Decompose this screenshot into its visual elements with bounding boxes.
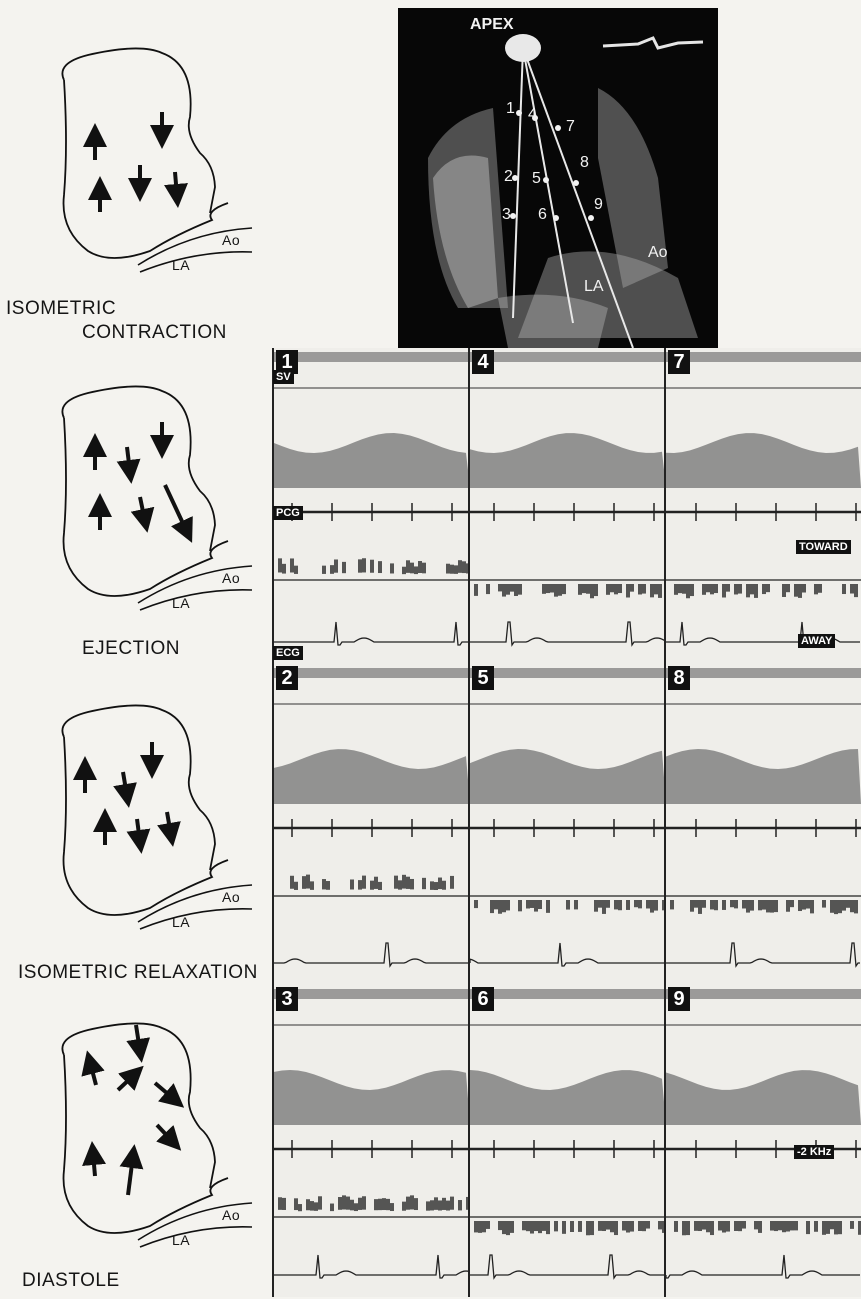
echo-sector (398, 8, 718, 348)
echo-ao-label: Ao (648, 244, 668, 262)
toward-label: TOWARD (796, 540, 851, 554)
strip-trace (274, 664, 470, 985)
motion-arrow (167, 812, 171, 835)
sample-3: 3 (502, 206, 511, 224)
ao-label: Ao (222, 570, 240, 586)
phase-label-isometric-contraction: ISOMETRIC (6, 298, 116, 320)
la-label: LA (172, 1232, 190, 1248)
sample-9: 9 (594, 196, 603, 214)
la-label: LA (172, 257, 190, 273)
la-label: LA (172, 595, 190, 611)
motion-arrow (175, 172, 177, 196)
phase-label-isometric-relaxation: ISOMETRIC RELAXATION (18, 962, 258, 984)
strip-trace (274, 348, 470, 664)
sv-label: SV (273, 370, 294, 384)
motion-arrow (118, 1074, 135, 1090)
sample-1: 1 (506, 100, 515, 118)
motion-arrow (165, 485, 187, 532)
ao-label: Ao (222, 232, 240, 248)
strip-number: 7 (668, 350, 690, 374)
phase-label-ejection: EJECTION (82, 638, 180, 660)
apex-label: APEX (470, 16, 514, 34)
motion-arrow (140, 497, 145, 521)
sample-8: 8 (580, 154, 589, 172)
la-label: LA (172, 914, 190, 930)
doppler-strip-4: 4 (468, 348, 666, 664)
strip-number: 6 (472, 987, 494, 1011)
strip-number: 4 (472, 350, 494, 374)
motion-arrow (90, 1062, 96, 1085)
phase-label-diastole: DIASTOLE (22, 1270, 120, 1292)
strip-number: 3 (276, 987, 298, 1011)
pcg-label: PCG (273, 506, 303, 520)
ao-label: Ao (222, 889, 240, 905)
away-label: AWAY (798, 634, 835, 648)
ventricle-outline (62, 386, 228, 596)
doppler-strip-5: 5 (468, 664, 666, 985)
doppler-strip-7: 7 (664, 348, 861, 664)
strip-number: 2 (276, 666, 298, 690)
doppler-strip-3: 3 (272, 985, 470, 1297)
sample-7: 7 (566, 118, 575, 136)
motion-arrow (128, 1156, 133, 1195)
strip-trace (470, 985, 666, 1297)
doppler-strip-9: 9 (664, 985, 861, 1297)
ecg-label: ECG (273, 646, 303, 660)
strip-trace (470, 348, 666, 664)
echo-image: APEX Ao LA 1 2 3 4 5 6 7 8 9 (398, 8, 718, 348)
strip-trace (666, 985, 861, 1297)
ventricle-outline (62, 48, 228, 258)
motion-arrow (136, 1025, 140, 1051)
strip-trace (470, 664, 666, 985)
doppler-strip-6: 6 (468, 985, 666, 1297)
motion-arrow (157, 1125, 173, 1142)
doppler-strip-2: 2 (272, 664, 470, 985)
motion-arrow (137, 819, 140, 842)
motion-arrow (127, 447, 130, 472)
motion-arrow (155, 1083, 175, 1100)
ventricle-outline (62, 705, 228, 915)
khz-label: -2 KHz (794, 1145, 834, 1159)
motion-arrow (93, 1153, 95, 1176)
ventricle-outline (62, 1023, 228, 1233)
strip-trace (666, 664, 861, 985)
strip-trace (274, 985, 470, 1297)
sample-2: 2 (504, 168, 513, 186)
strip-number: 8 (668, 666, 690, 690)
strip-number: 9 (668, 987, 690, 1011)
sample-6: 6 (538, 206, 547, 224)
sample-4: 4 (528, 106, 537, 124)
phase-label-isometric-contraction-line2: CONTRACTION (82, 322, 227, 344)
echo-la-label: LA (584, 278, 604, 296)
doppler-strip-8: 8 (664, 664, 861, 985)
strip-number: 5 (472, 666, 494, 690)
strip-trace (666, 348, 861, 664)
sample-5: 5 (532, 170, 541, 188)
ao-label: Ao (222, 1207, 240, 1223)
motion-arrow (123, 772, 127, 796)
